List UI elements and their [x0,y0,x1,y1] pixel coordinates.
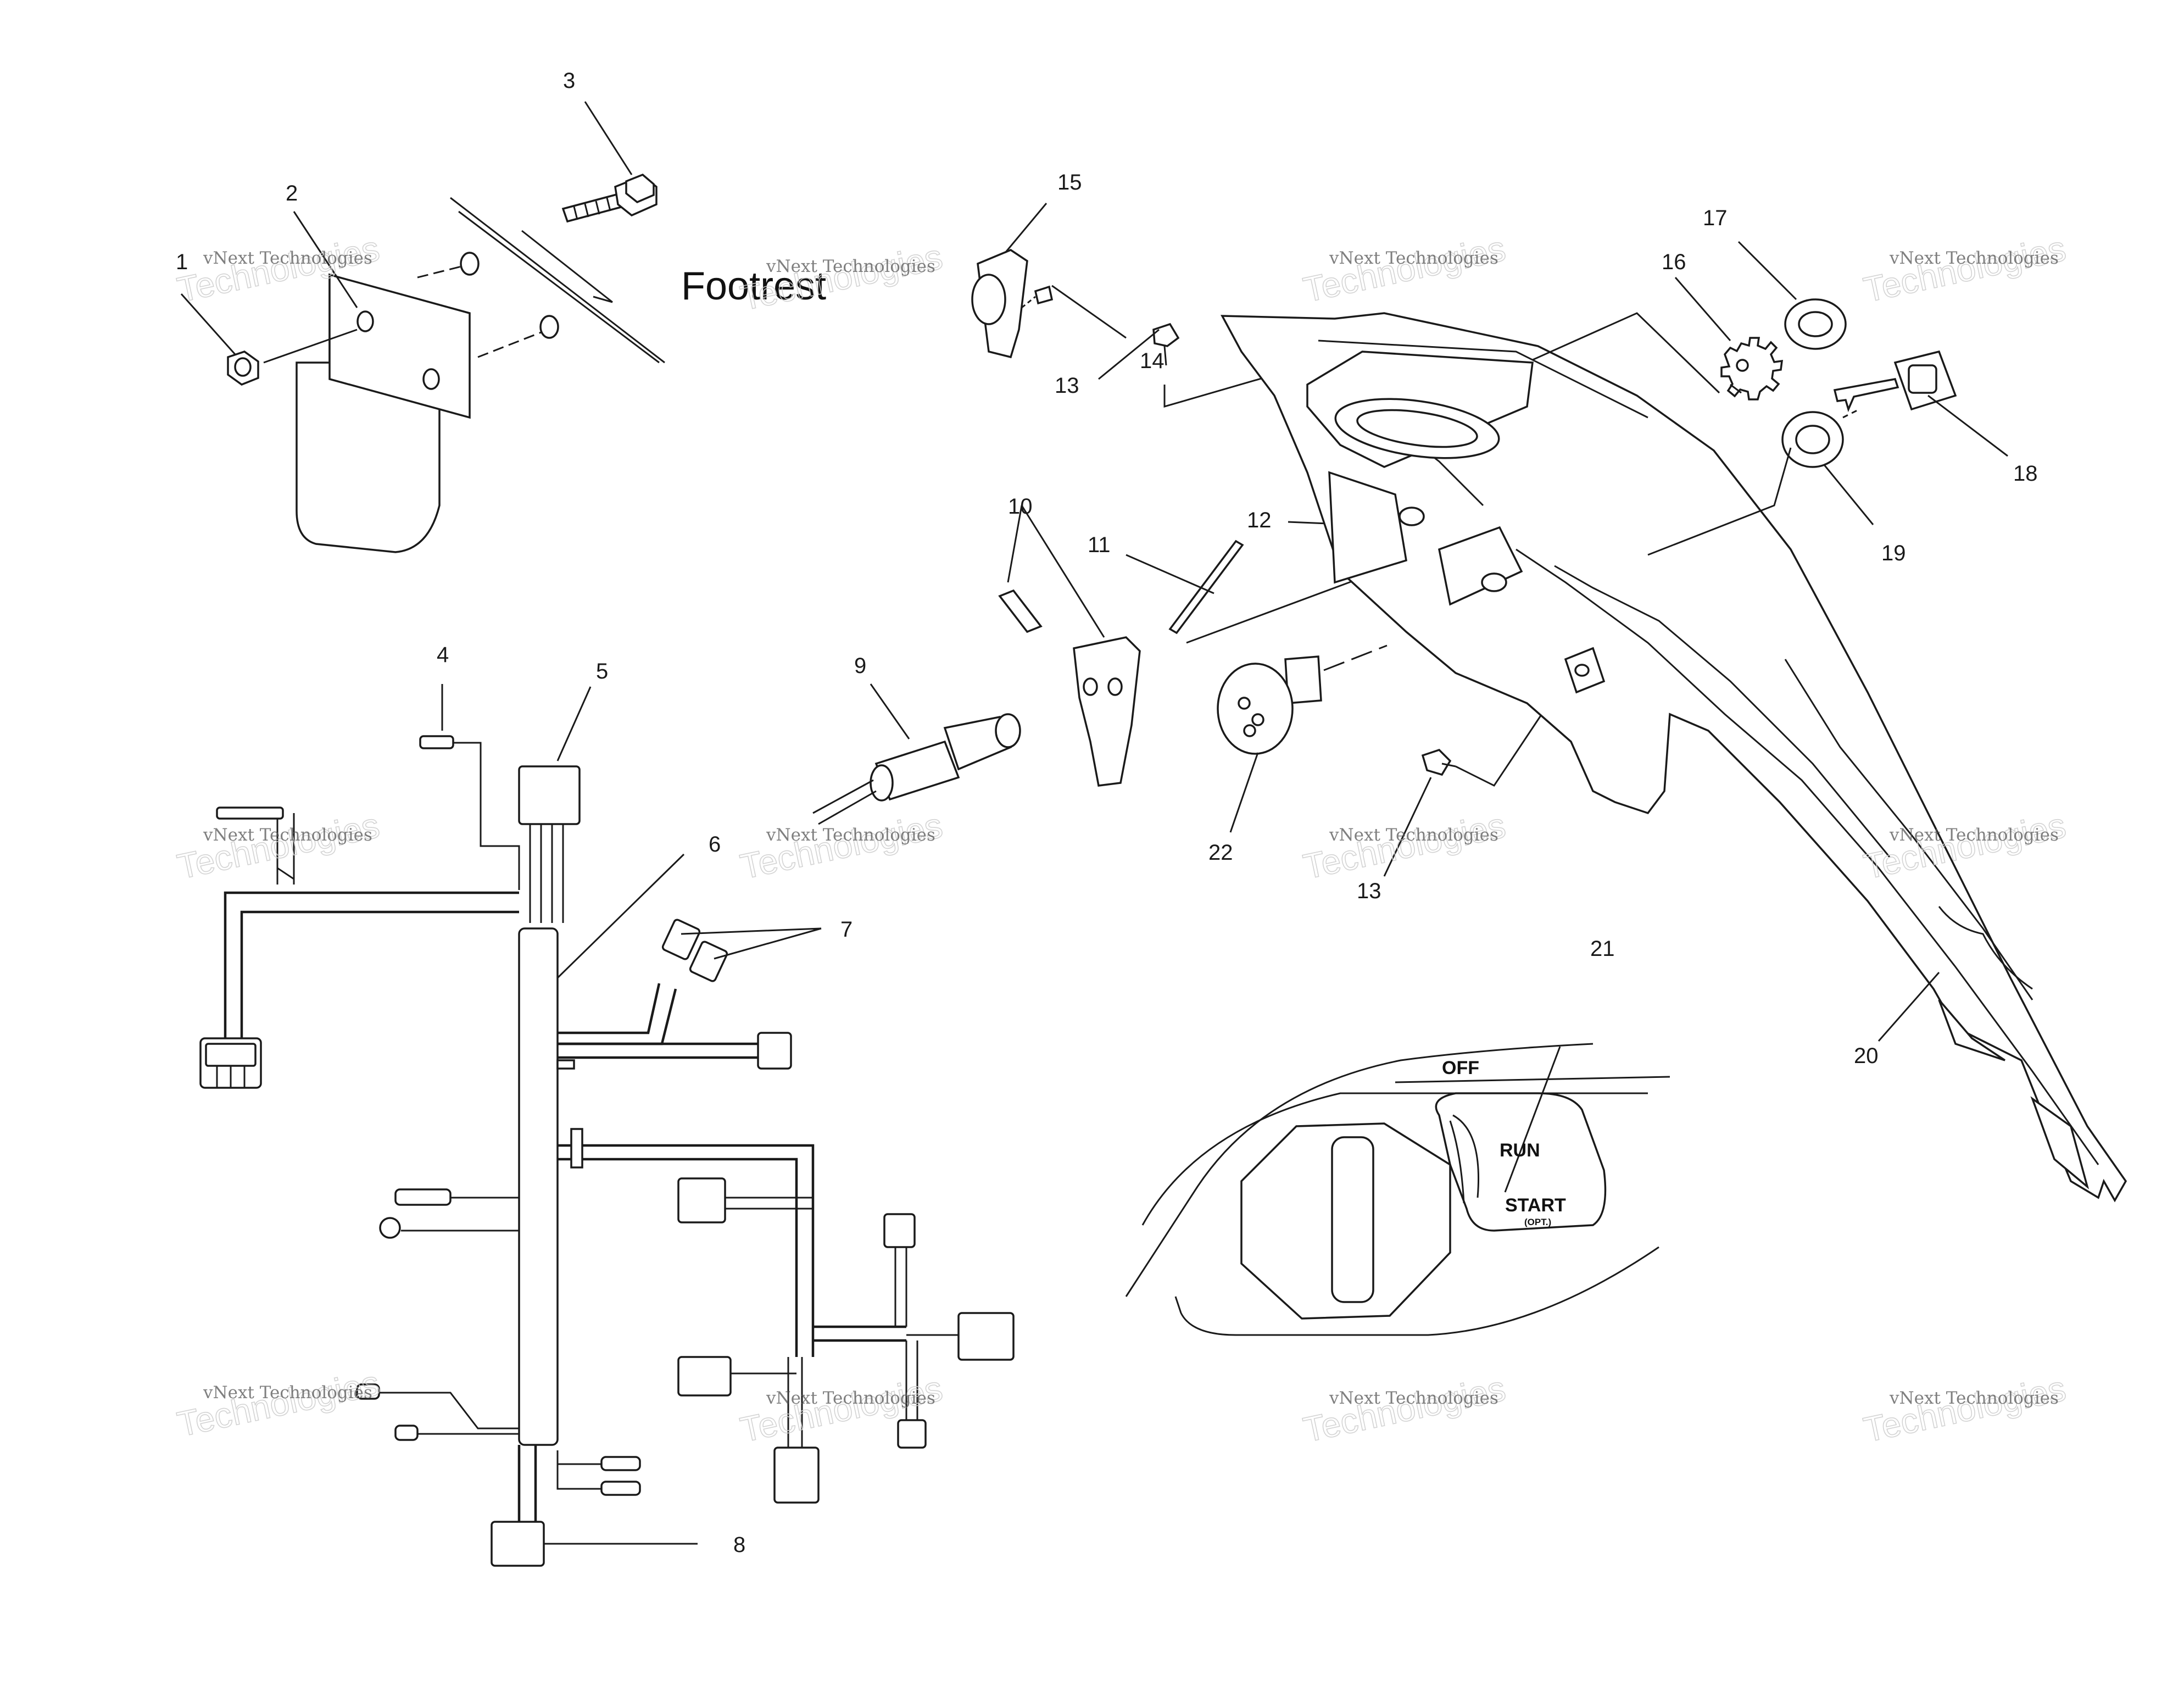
dial-opt-label: (OPT.) [1524,1217,1551,1227]
terminal-part-4 [419,735,454,749]
watermark-text-4: vNext Technologies [203,825,372,845]
pin-part-14 [1034,285,1054,305]
lever-part-10 [1073,636,1141,787]
dial-run-label: RUN [1500,1140,1540,1161]
connector-icon [757,1032,792,1070]
watermark-text-8: vNext Technologies [203,1383,372,1403]
key-switch-part-22 [1217,655,1322,755]
connector-icon [773,1447,820,1504]
callout-14: 14 [1140,349,1165,373]
console-part-20 [1221,312,2127,1203]
ring-terminal-icon [379,1217,401,1239]
connector-icon [897,1419,927,1449]
bezel-part-19 [1781,411,1844,468]
watermark-outline-3: Technologies [1860,229,2069,310]
watermark-text-0: vNext Technologies [203,248,372,268]
callout-17: 17 [1703,206,1728,230]
connector-part-7 [689,941,728,982]
callout-15: 15 [1057,170,1082,194]
watermark-text-1: vNext Technologies [766,257,935,276]
callout-5: 5 [596,659,608,683]
watermark-text-9: vNext Technologies [766,1388,935,1408]
callout-21: 21 [1590,937,1615,961]
callout-4: 4 [437,643,449,667]
watermark-outline-2: Technologies [1300,229,1509,310]
terminal-icon [394,1188,452,1206]
connector-part-8 [491,1521,545,1567]
footrest-bracket-part-2 [296,273,471,553]
connector-icon [957,1312,1015,1361]
key-part-18 [1833,350,1957,413]
ignition-dial-detail-part-21 [1125,1043,1670,1336]
connector-icon [677,1177,726,1223]
watermark-text-11: vNext Technologies [1889,1388,2059,1408]
watermark-text-2: vNext Technologies [1329,248,1498,268]
nut-part-1 [227,351,259,386]
watermark-text-10: vNext Technologies [1329,1388,1498,1408]
callout-16: 16 [1662,250,1686,274]
callout-20: 20 [1854,1044,1879,1068]
footrest-assembly [180,101,665,553]
washer-icon [539,315,559,339]
watermark-outline-10: Technologies [1300,1369,1509,1450]
callout-19: 19 [1881,541,1906,565]
callout-13: 13 [1055,374,1079,398]
watermark-text-7: vNext Technologies [1889,825,2059,845]
washer-icon [460,252,480,276]
callout-3: 3 [563,69,575,93]
nut-part-17 [1784,298,1847,350]
pin-part-10 [998,589,1043,633]
callout-22: 22 [1208,841,1233,865]
watermark-outline-1: Technologies [737,237,946,318]
key-parts [1532,241,2008,556]
plunger-switch-part-9 [812,713,1021,825]
connector-part-7 [661,919,701,960]
watermark-outline-6: Technologies [1300,805,1509,887]
rod-part-11 [1168,539,1244,635]
footrest-label: Footrest [681,264,826,308]
watermark-outline-5: Technologies [737,805,946,887]
lock-washer-part-16 [1720,337,1784,400]
screw-part-13 [1152,322,1180,366]
bolt-part-3 [561,173,658,223]
dial-off-label: OFF [1442,1058,1479,1078]
callout-1: 1 [176,250,188,274]
callout-6: 6 [709,832,721,856]
watermark-text-6: vNext Technologies [1329,825,1498,845]
callout-2: 2 [286,181,298,205]
screw-part-13 [1421,748,1456,776]
callout-18: 18 [2013,461,2038,486]
connector-icon [677,1356,732,1397]
watermark-text-5: vNext Technologies [766,825,935,845]
callout-10: 10 [1008,494,1033,519]
callout-8: 8 [733,1533,745,1557]
dial-start-label: START [1505,1195,1566,1216]
watermark-outline-11: Technologies [1860,1369,2069,1450]
callout-12: 12 [1247,508,1272,532]
watermark-outline-8: Technologies [174,1363,383,1444]
connector-icon [883,1213,916,1248]
callout-7: 7 [840,917,853,942]
watermark-text-3: vNext Technologies [1889,248,2059,268]
callout-11: 11 [1088,533,1111,557]
wiring-harness-part-6 [199,684,1015,1567]
connector-part-5 [518,765,581,825]
callout-labels: Footrest 1 2 3 4 5 6 7 8 9 10 11 12 13 1… [176,69,2038,1557]
clip-part-15 [971,249,1028,359]
callout-9: 9 [854,654,866,678]
callout-13-lower: 13 [1357,879,1381,903]
switch-parts [812,203,1572,877]
